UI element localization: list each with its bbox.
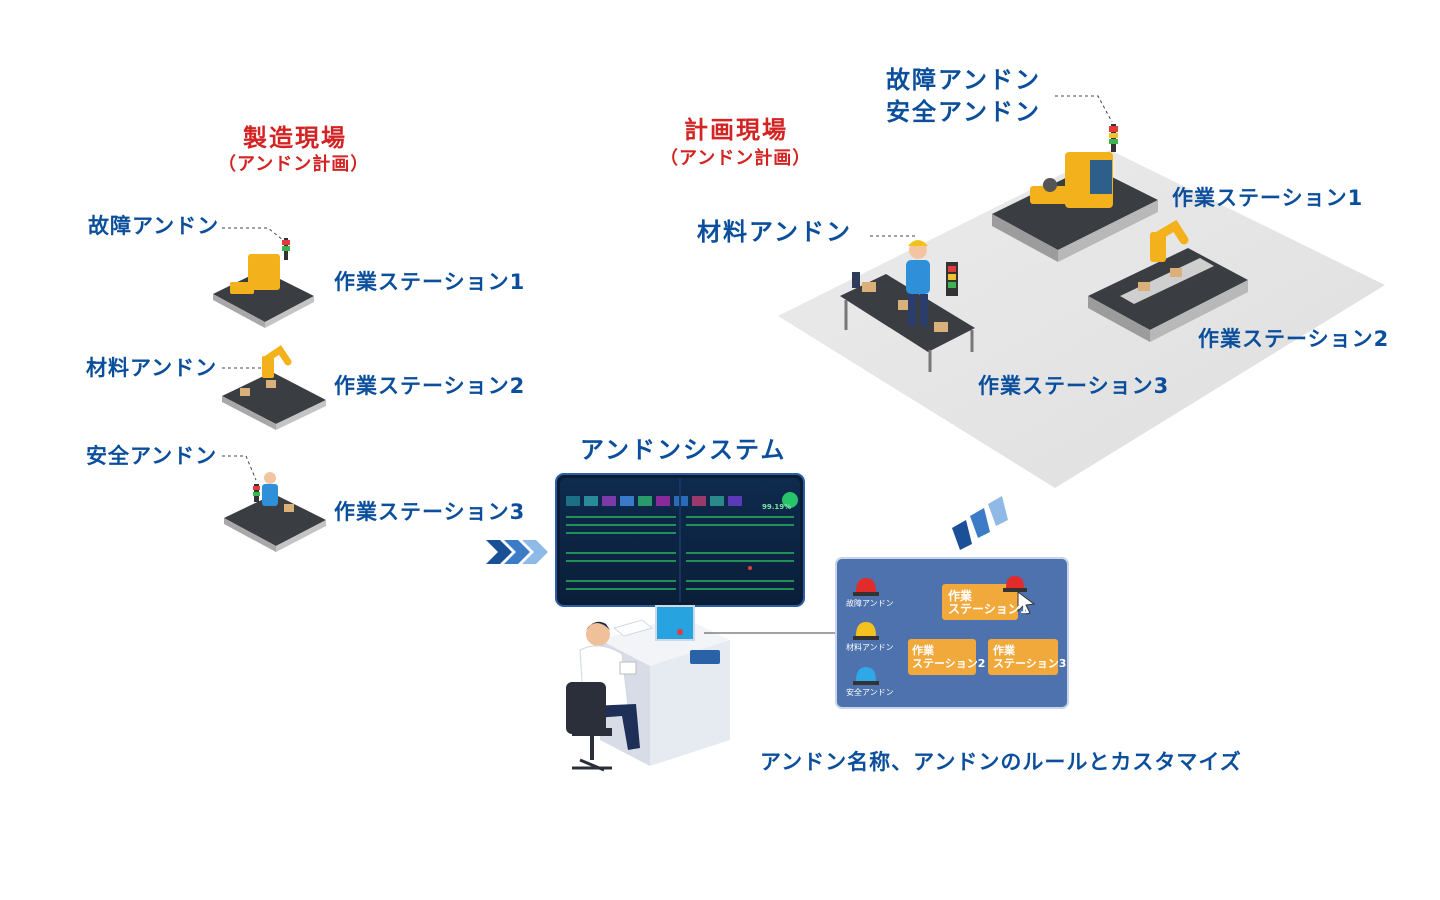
left-station-label-3: 作業ステーション3 <box>334 496 525 526</box>
left-station-label-1: 作業ステーション1 <box>334 266 525 296</box>
card-3-text: 作業 ステーション3 <box>993 644 1066 670</box>
machine-station-2-left <box>222 350 326 430</box>
leader-line-top-right <box>1055 96 1112 122</box>
right-andon-label-fault: 故障アンドン <box>886 60 1041 95</box>
card-3-line1: 作業 <box>993 644 1066 657</box>
leader-line-3-left <box>222 456 256 480</box>
left-andon-label-3: 安全アンドン <box>86 440 217 470</box>
right-title: 計画現場 <box>684 110 788 145</box>
right-station-label-3: 作業ステーション3 <box>978 370 1169 400</box>
card-1-line2: ステーション1 <box>948 603 1028 616</box>
andon-system-title: アンドンシステム <box>580 430 786 465</box>
machine-station-1-left <box>213 238 314 328</box>
chevron-arrow-right-icon <box>486 540 548 564</box>
andon-dashboard-screen <box>556 474 804 606</box>
leader-line-1-left <box>222 228 283 240</box>
left-andon-label-1: 故障アンドン <box>88 210 219 240</box>
card-2-line1: 作業 <box>912 644 985 657</box>
right-subtitle: （アンドン計画） <box>660 144 811 170</box>
card-3-line2: ステーション3 <box>993 657 1066 670</box>
left-subtitle: （アンドン計画） <box>218 150 369 176</box>
right-station-label-2: 作業ステーション2 <box>1198 323 1389 353</box>
right-andon-label-safety: 安全アンドン <box>886 92 1041 127</box>
left-title: 製造現場 <box>243 118 347 153</box>
card-2-text: 作業 ステーション2 <box>912 644 985 670</box>
left-andon-label-2: 材料アンドン <box>86 352 217 382</box>
chevron-arrow-up-right-icon <box>952 496 1008 550</box>
right-station-label-1: 作業ステーション1 <box>1172 182 1363 212</box>
legend-safety-andon: 安全アンドン <box>846 687 894 698</box>
legend-material-andon: 材料アンドン <box>846 642 894 653</box>
operator-at-desk <box>566 606 730 770</box>
card-2-line2: ステーション2 <box>912 657 985 670</box>
bottom-caption: アンドン名称、アンドンのルールとカスタマイズ <box>760 746 1242 776</box>
card-1-text: 作業 ステーション1 <box>948 590 1028 616</box>
right-andon-label-material: 材料アンドン <box>697 212 852 247</box>
dashboard-value: 99.19% <box>762 503 791 511</box>
legend-fault-andon: 故障アンドン <box>846 598 894 609</box>
left-station-label-2: 作業ステーション2 <box>334 370 525 400</box>
machine-station-3-left <box>224 472 326 552</box>
